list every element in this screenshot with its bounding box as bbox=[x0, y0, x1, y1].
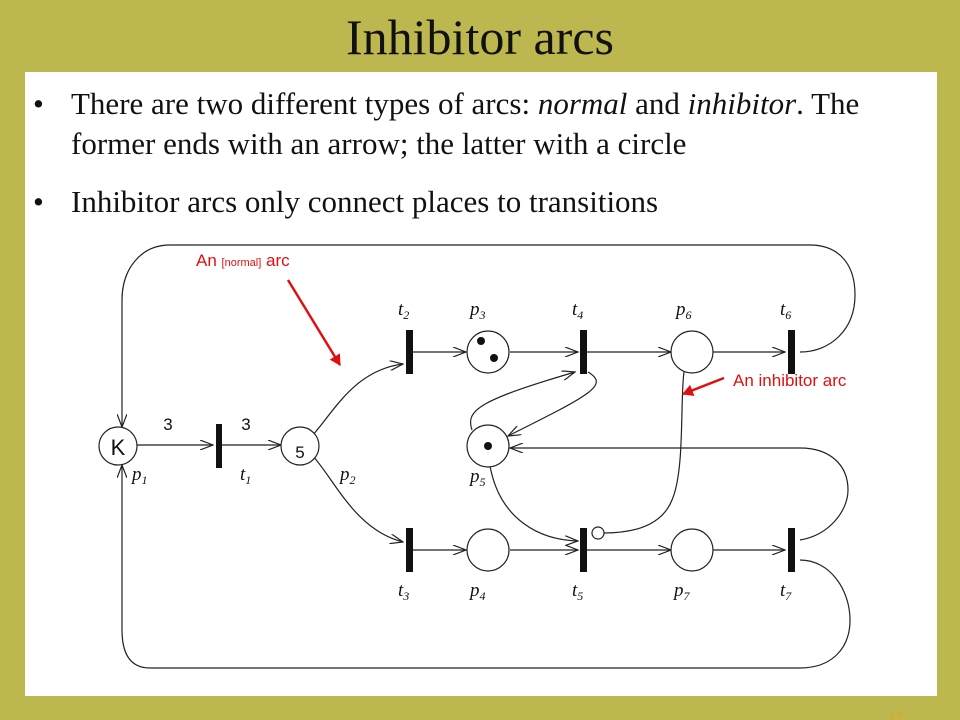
label-p7: p7 bbox=[672, 580, 691, 603]
place-p1-inner: K bbox=[111, 435, 126, 460]
place-p6 bbox=[670, 330, 714, 374]
bullet-text-part: There are two different types of arcs: bbox=[71, 86, 538, 121]
weight-t1-p2: 3 bbox=[241, 415, 250, 434]
arc-p5-t5 bbox=[489, 465, 578, 541]
label-t1: t1 bbox=[240, 464, 251, 487]
arc-t4-p5 bbox=[508, 371, 597, 436]
page-number: 12 bbox=[888, 708, 904, 720]
place-p1 bbox=[98, 426, 138, 466]
transition-t5 bbox=[580, 528, 587, 572]
annotation-inhibitor-arc: An inhibitor arc bbox=[733, 371, 847, 390]
arc-p2-t2 bbox=[311, 364, 403, 437]
token bbox=[484, 442, 492, 450]
label-p4: p4 bbox=[468, 580, 486, 603]
bullet-text-part: and bbox=[627, 86, 688, 121]
place-p7 bbox=[670, 528, 714, 572]
label-t3: t3 bbox=[398, 580, 409, 603]
arc-p2-t3 bbox=[311, 454, 403, 542]
label-t2: t2 bbox=[398, 299, 409, 322]
label-p5: p5 bbox=[468, 466, 486, 489]
place-p4 bbox=[466, 528, 510, 572]
transition-t2 bbox=[406, 330, 413, 374]
slide-title: Inhibitor arcs bbox=[346, 9, 614, 65]
label-p1: p1 bbox=[130, 464, 148, 487]
place-p3 bbox=[466, 330, 510, 374]
label-t4: t4 bbox=[572, 299, 583, 322]
inhibitor-circle bbox=[591, 526, 605, 540]
arc-t6-p1 bbox=[122, 244, 856, 427]
weight-p1-t1: 3 bbox=[163, 415, 172, 434]
transition-t4 bbox=[580, 330, 587, 374]
place-p2-inner: 5 bbox=[295, 443, 304, 462]
slide-content: • There are two different types of arcs:… bbox=[25, 72, 937, 696]
label-p2: p2 bbox=[338, 464, 356, 487]
bullet-marker: • bbox=[33, 184, 44, 219]
inhibitor-arc-p6-t5 bbox=[603, 371, 685, 534]
transition-t7 bbox=[788, 528, 795, 572]
label-p6: p6 bbox=[674, 299, 692, 322]
bullet-emphasis-inhibitor: inhibitor bbox=[687, 86, 797, 121]
token bbox=[477, 337, 485, 345]
place-p2 bbox=[280, 426, 320, 466]
annotation-arrow-normal bbox=[286, 279, 342, 366]
label-t6: t6 bbox=[780, 299, 791, 322]
bullet-marker: • bbox=[33, 86, 44, 121]
bullet-emphasis-normal: normal bbox=[537, 86, 628, 121]
arc-p5-t4 bbox=[470, 372, 575, 431]
arc-t7-p1 bbox=[122, 465, 851, 669]
annotation-normal-arc: An [normal] arc bbox=[196, 251, 290, 270]
transition-t6 bbox=[788, 330, 795, 374]
bullet-text-part: . The former ends with an arrow; the lat… bbox=[71, 86, 860, 161]
arc-t7-p5 bbox=[510, 448, 849, 541]
annotation-arrow-inhibitor bbox=[682, 376, 725, 396]
label-p3: p3 bbox=[468, 299, 486, 322]
transition-t1 bbox=[216, 424, 222, 468]
bullet-text: There are two different types of arcs: n… bbox=[71, 84, 951, 164]
bullet-text: Inhibitor arcs only connect places to tr… bbox=[71, 184, 659, 219]
transition-t3 bbox=[406, 528, 413, 572]
label-t5: t5 bbox=[572, 580, 583, 603]
label-t7: t7 bbox=[780, 580, 792, 603]
token bbox=[490, 354, 498, 362]
